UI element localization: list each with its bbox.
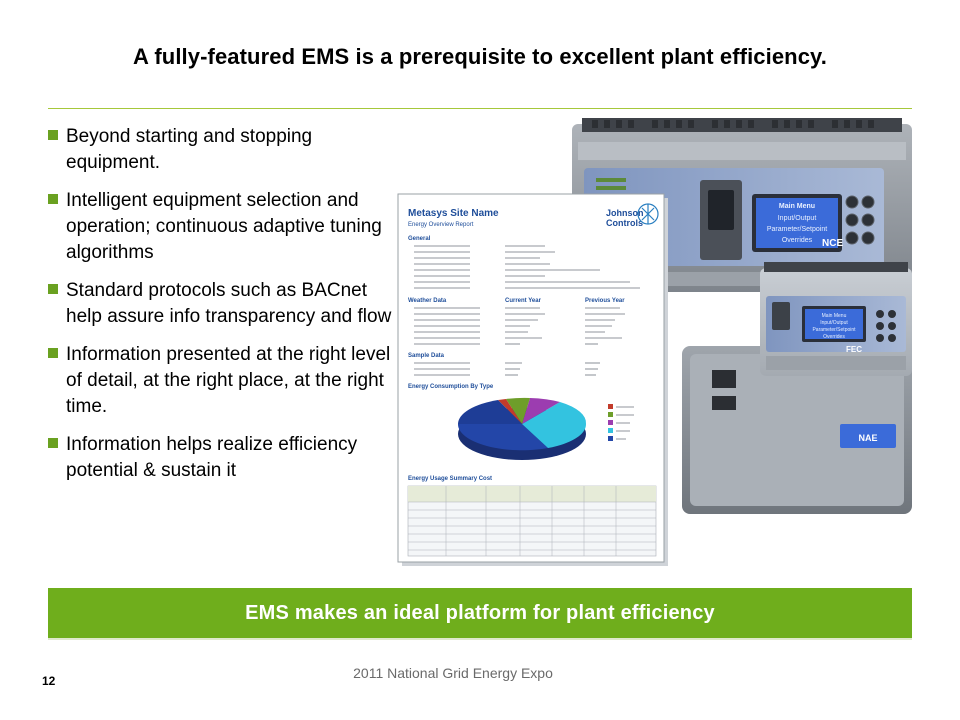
fec-controller: Main Menu Input/Output Parameter/Setpoin… [760, 262, 912, 376]
consumption-pie-chart [457, 397, 587, 460]
fec-label: FEC [846, 345, 862, 354]
nce-menu-line: Overrides [782, 237, 813, 244]
report-section: Energy Usage Summary Cost [408, 476, 492, 482]
nce-menu-line: Main Menu [779, 203, 815, 210]
report-brand: Controls [606, 218, 643, 228]
report-column: Previous Year [585, 298, 625, 304]
report-column: Current Year [505, 298, 542, 304]
banner-text: EMS makes an ideal platform for plant ef… [245, 602, 715, 624]
bullet-square-icon [48, 194, 58, 204]
nce-label: NCE [822, 238, 843, 249]
fec-menu-line: Input/Output [820, 320, 848, 326]
report-section: Weather Data [408, 298, 447, 304]
report-title: Energy Overview Report [408, 222, 474, 228]
summary-table [407, 485, 657, 557]
bullet-square-icon [48, 130, 58, 140]
nae-controller: NAE [682, 346, 912, 514]
fec-menu-line: Parameter/Setpoint [812, 327, 856, 333]
bullet-item: Information presented at the right level… [48, 342, 393, 420]
fec-menu-line: Main Menu [822, 313, 847, 319]
fec-menu-line: Overrides [823, 334, 845, 340]
bullet-list: Beyond starting and stopping equipment. … [48, 124, 393, 496]
report-section: General [408, 236, 431, 242]
bullet-square-icon [48, 348, 58, 358]
key-message-banner: EMS makes an ideal platform for plant ef… [48, 588, 912, 638]
page-number: 12 [42, 674, 56, 688]
report-site-name: Metasys Site Name [408, 208, 499, 219]
slide-title: A fully-featured EMS is a prerequisite t… [133, 44, 827, 69]
bullet-item: Intelligent equipment selection and oper… [48, 188, 393, 266]
energy-report-document: Metasys Site Name Energy Overview Report… [397, 193, 668, 566]
footer-text: 2011 National Grid Energy Expo [353, 665, 553, 681]
bullet-item: Information helps realize efficiency pot… [48, 432, 393, 484]
bullet-square-icon [48, 438, 58, 448]
nce-menu-line: Input/Output [778, 215, 817, 222]
report-section: Energy Consumption By Type [408, 384, 494, 390]
johnson-controls-logo-icon [637, 203, 659, 225]
pie-legend [608, 404, 634, 441]
bullet-item: Beyond starting and stopping equipment. [48, 124, 393, 176]
report-section: Sample Data [408, 353, 445, 359]
nae-label: NAE [858, 433, 877, 443]
title-divider [48, 108, 912, 109]
bullet-square-icon [48, 284, 58, 294]
report-brand: Johnson [606, 208, 644, 218]
nce-menu-line: Parameter/Setpoint [767, 226, 827, 233]
bullet-item: Standard protocols such as BACnet help a… [48, 278, 393, 330]
